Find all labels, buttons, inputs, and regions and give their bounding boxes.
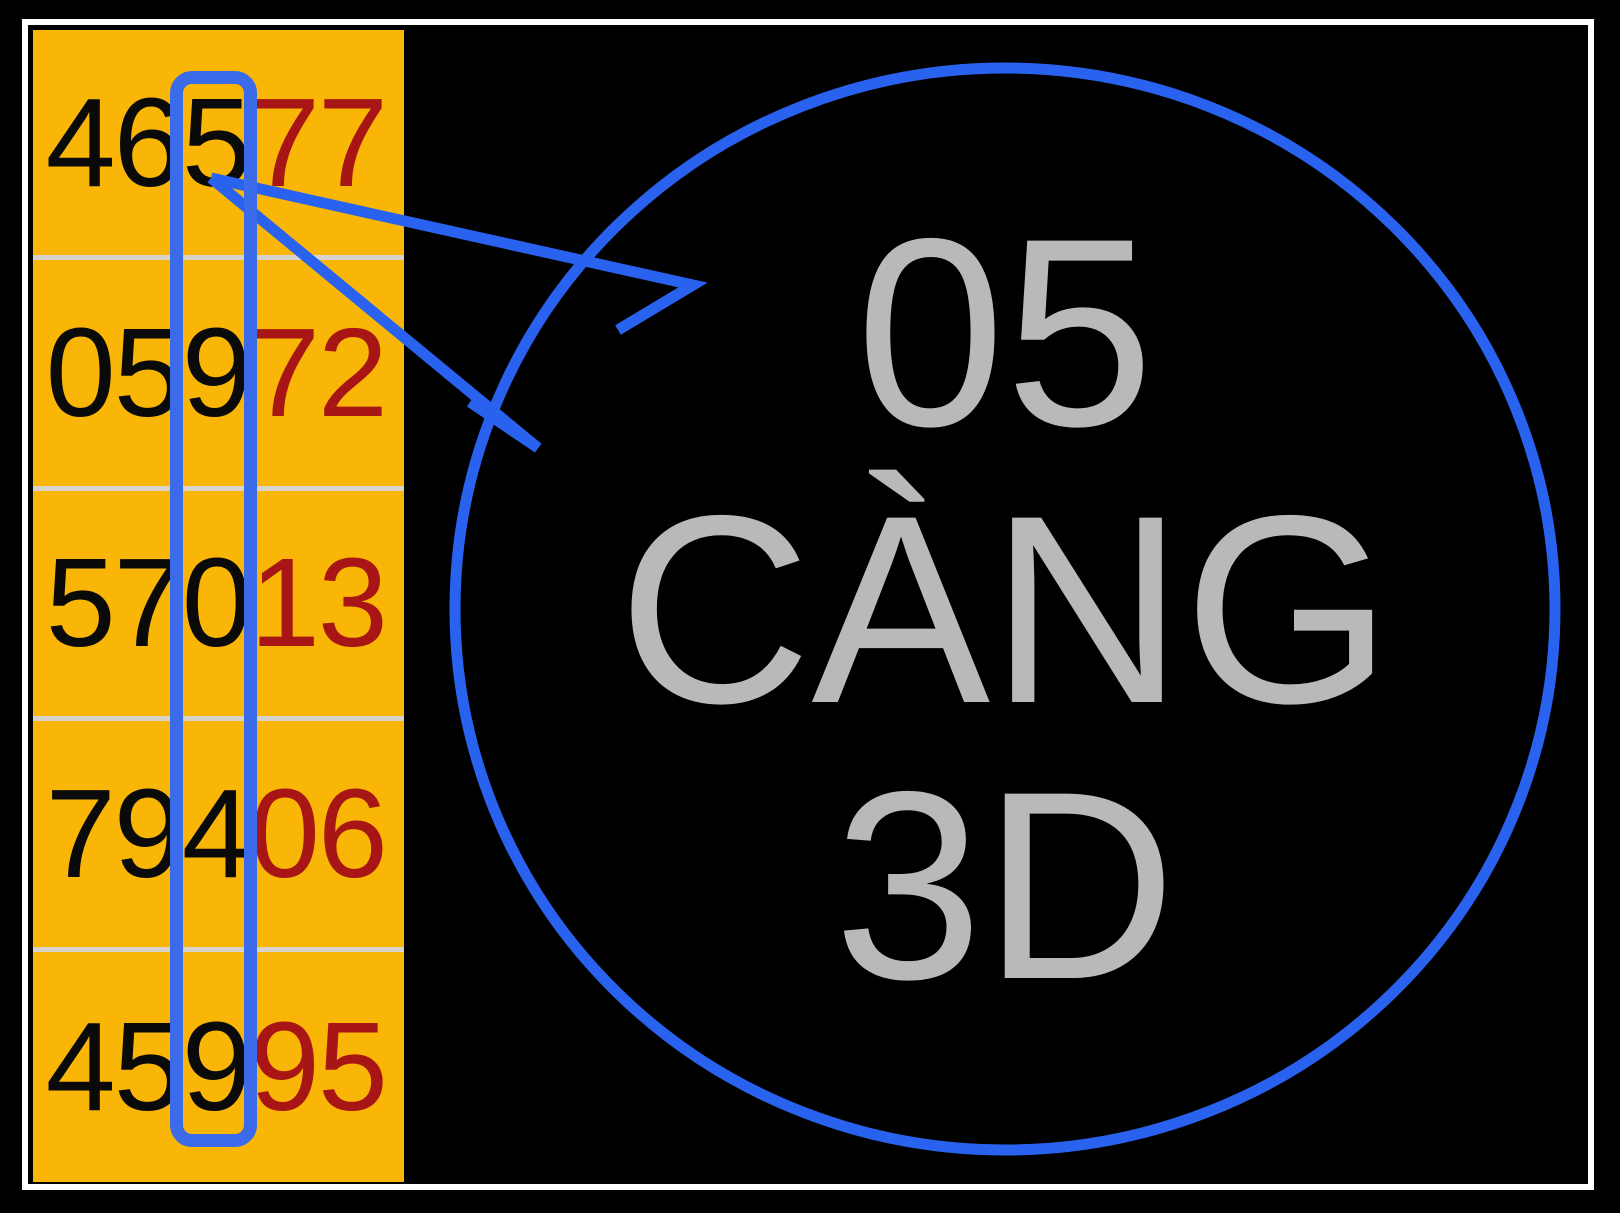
callout-text-block: 05 CÀNG 3D [455,68,1555,1150]
table-row[interactable]: 79406 [33,721,404,952]
number-suffix: 13 [249,532,388,674]
content-stage: 46577 05972 57013 79406 45995 [33,30,1583,1182]
number-suffix: 95 [249,995,388,1137]
lottery-number: 79406 [46,770,388,897]
lottery-number: 57013 [46,540,388,666]
number-prefix: 794 [45,762,252,904]
third-digit-highlight-box[interactable] [170,71,257,1147]
number-suffix: 72 [249,302,388,444]
callout-line-2: CÀNG [617,458,1393,759]
callout-line-1: 05 [855,182,1155,483]
number-suffix: 06 [249,762,388,904]
lottery-number: 45995 [46,1003,388,1130]
number-prefix: 459 [45,995,252,1137]
number-suffix: 77 [249,71,388,213]
table-row[interactable]: 45995 [33,952,404,1182]
callout-line-3: 3D [833,735,1177,1036]
table-row[interactable]: 57013 [33,491,404,722]
number-prefix: 570 [45,532,252,674]
